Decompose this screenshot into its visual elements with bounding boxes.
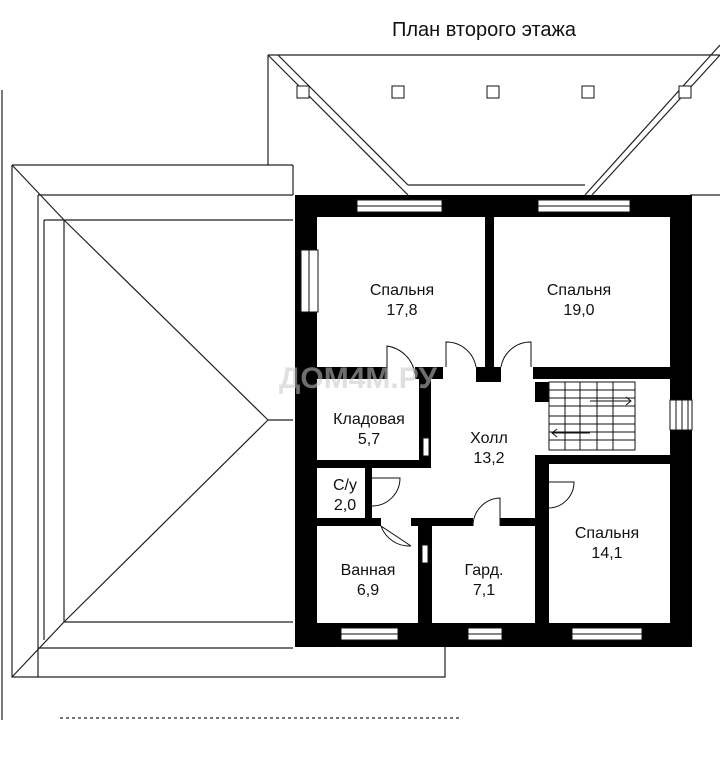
roof-vents [296,85,692,99]
room-kladovaya: Кладовая 5,7 [333,411,405,448]
room-area: 6,9 [357,582,379,599]
room-area: 2,0 [334,497,356,514]
room-spalnya-1: Спальня 17,8 [370,282,434,319]
roof-vent [486,85,500,99]
staircase [548,381,636,451]
roof-vent [581,85,595,99]
room-area: 7,1 [473,582,495,599]
room-name: Спальня [547,282,611,299]
doors [371,341,575,547]
room-name: Спальня [370,282,434,299]
upper-roof [267,44,720,196]
room-holl: Холл 13,2 [470,430,508,467]
room-area: 19,0 [563,302,594,319]
room-spalnya-2: Спальня 19,0 [547,282,611,319]
windows [300,199,693,641]
room-name: Холл [470,430,508,447]
roof-vent [391,85,405,99]
room-spalnya-3: Спальня 14,1 [575,525,639,562]
room-gard: Гард. 7,1 [465,562,504,599]
room-vannaya: Ванная 6,9 [341,562,396,599]
room-area: 17,8 [386,302,417,319]
room-area: 14,1 [591,545,622,562]
room-name: Гард. [465,562,504,579]
lower-roof [1,90,460,720]
roof-vent [296,85,310,99]
watermark: ДОМ4М.РУ [279,362,437,395]
room-name: С/у [333,477,357,494]
room-su: С/у 2,0 [333,477,357,514]
plan-title: План второго этажа [392,19,577,41]
room-area: 5,7 [358,431,380,448]
roof-vent [678,85,692,99]
room-name: Спальня [575,525,639,542]
room-name: Ванная [341,562,396,579]
room-name: Кладовая [333,411,405,428]
room-area: 13,2 [473,450,504,467]
